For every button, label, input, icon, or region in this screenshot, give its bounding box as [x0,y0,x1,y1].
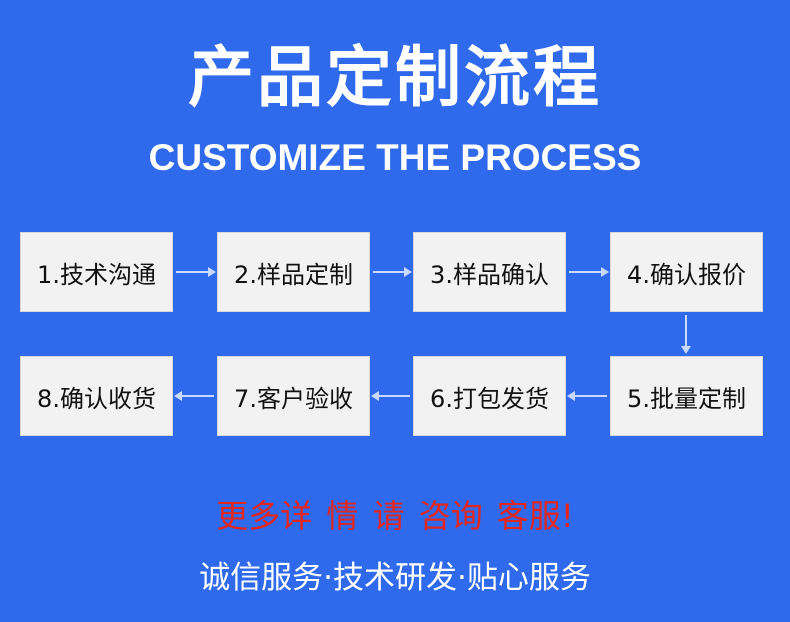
arrow-right-icon [176,267,216,277]
step-6-box: 6.打包发货 [413,356,566,436]
arrow-left-icon [567,391,607,401]
step-2-box: 2.样品定制 [217,232,370,312]
service-slogan: 诚信服务·技术研发·贴心服务 [199,560,591,596]
arrow-left-icon [174,391,214,401]
step-5-label: 5.批量定制 [627,384,746,413]
step-1-label: 1.技术沟通 [37,260,156,289]
arrow-down-icon [681,315,691,354]
step-7-label: 7.客户验收 [234,384,353,413]
step-3-box: 3.样品确认 [413,232,566,312]
arrow-left-icon [371,391,410,401]
step-4-box: 4.确认报价 [610,232,763,312]
step-1-box: 1.技术沟通 [20,232,173,312]
step-6-label: 6.打包发货 [430,384,549,413]
page-subtitle: CUSTOMIZE THE PROCESS [148,137,642,178]
step-8-label: 8.确认收货 [37,384,156,413]
step-5-box: 5.批量定制 [610,356,763,436]
step-3-label: 3.样品确认 [430,260,549,289]
arrow-right-icon [373,267,412,277]
arrow-right-icon [569,267,609,277]
step-4-label: 4.确认报价 [627,260,746,289]
step-8-box: 8.确认收货 [20,356,173,436]
step-7-box: 7.客户验收 [217,356,370,436]
page-title: 产品定制流程 [188,39,602,116]
step-2-label: 2.样品定制 [234,260,353,289]
contact-cta-text: 更多详 情 请 咨询 客服! [216,497,574,535]
